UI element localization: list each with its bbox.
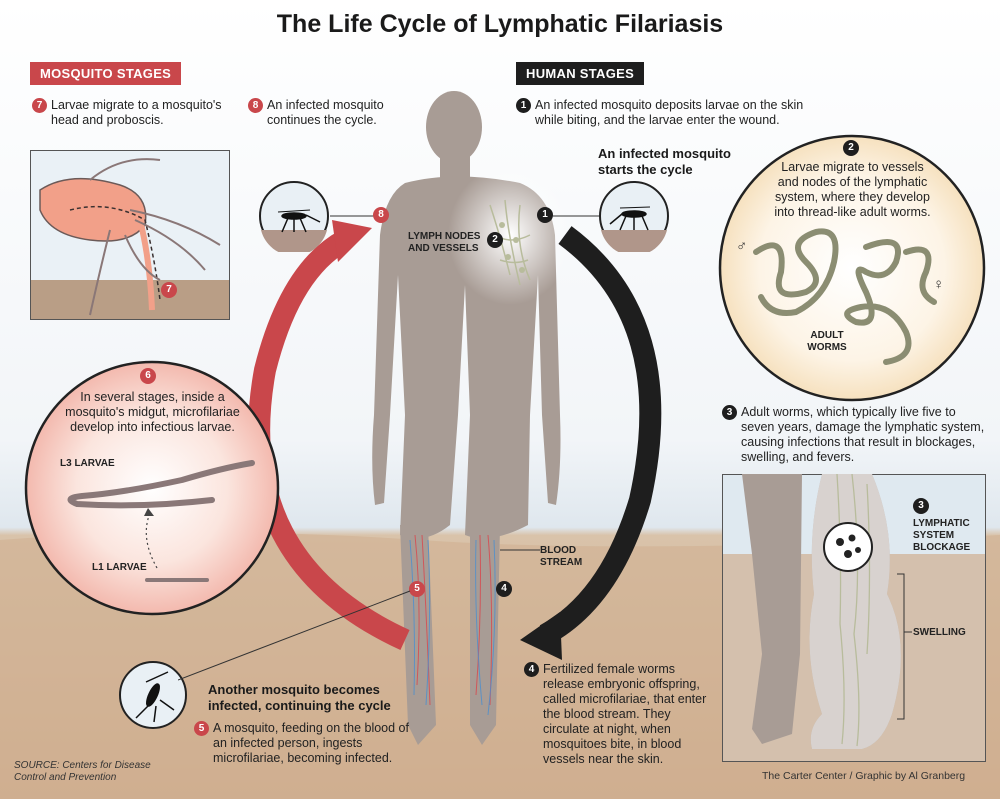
mosquito-icon [277,209,321,233]
headline-another: Another mosquito becomes infected, conti… [208,682,391,713]
step-1-desc: An infected mosquito deposits larvae on … [535,98,804,127]
connector-line-1 [553,215,599,217]
step-3-panel-badge: 3 [913,498,929,514]
swelling-label: SWELLING [913,627,966,638]
headline-start: An infected mosquito starts the cycle [598,146,731,177]
step-5-desc: A mosquito, feeding on the blood of an i… [213,721,409,765]
adult-worms-circle [718,134,986,402]
blood-stream-label: BLOOD STREAM [540,545,583,568]
lymph-label: LYMPH NODES AND VESSELS [408,231,481,254]
step-7-badge: 7 [32,98,47,113]
step-5-body-badge: 5 [409,581,425,597]
step-8-text: 8 An infected mosquito continues the cyc… [248,98,398,128]
step-4-badge: 4 [524,662,539,677]
worm-icon [753,228,937,365]
blood-stream-connector [500,549,540,551]
mosquito-proboscis-panel [30,150,230,320]
step-3-desc: Adult worms, which typically live five t… [741,405,985,464]
connector-line-5 [178,590,411,681]
step-6-badge: 6 [140,368,156,384]
body-silhouette-icon [372,91,572,745]
step-7-proboscis-badge: 7 [161,282,177,298]
female-symbol: ♀ [933,276,945,293]
step-8-desc: An infected mosquito continues the cycle… [267,98,384,127]
mosquito-circle-8 [259,181,329,252]
step-4-text: 4 Fertilized female worms release embryo… [524,662,714,767]
step-1-text: 1 An infected mosquito deposits larvae o… [516,98,816,128]
l1-larvae-label: L1 LARVAE [92,562,147,573]
black-cycle-arrow-icon [539,226,662,645]
step-4-desc: Fertilized female worms release embryoni… [543,662,707,766]
step-6-desc: In several stages, inside a mosquito's m… [65,390,240,434]
credit-note: The Carter Center / Graphic by Al Granbe… [762,770,966,782]
connector-line-8 [330,215,380,217]
red-cycle-arrow-icon [248,230,410,651]
feeding-mosquito-circle [119,661,187,729]
page-title: The Life Cycle of Lymphatic Filariasis [276,10,724,38]
step-1-body-badge: 1 [537,207,553,223]
step-8-badge: 8 [248,98,263,113]
adult-worms-label: ADULT WORMS [807,330,847,353]
step-3-badge: 3 [722,405,737,420]
step-1-badge: 1 [516,98,531,113]
swollen-leg-panel [722,474,986,762]
l3-larva-icon [67,460,255,509]
blockage-label: LYMPHATIC SYSTEM BLOCKAGE [913,518,971,553]
mosquito-circle-1 [599,181,669,252]
step-5-badge: 5 [194,721,209,736]
human-stages-label: HUMAN STAGES [516,62,645,85]
step-5-text: 5 A mosquito, feeding on the blood of an… [194,721,409,766]
mosquito-icon [609,206,651,231]
step-2-body-badge: 2 [487,232,503,248]
mosquito-icon [135,671,175,723]
step-8-body-badge: 8 [373,207,389,223]
male-symbol: ♂ [736,238,748,255]
source-note: SOURCE: Centers for Disease Control and … [14,760,151,783]
step-2-badge: 2 [843,140,859,156]
l3-larvae-label: L3 LARVAE [60,458,115,469]
step-4-body-badge: 4 [496,581,512,597]
mosquito-stages-label: MOSQUITO STAGES [30,62,182,85]
step-7-desc: Larvae migrate to a mosquito's head and … [51,98,222,127]
step-7-text: 7 Larvae migrate to a mosquito's head an… [32,98,232,128]
step-3-text: 3 Adult worms, which typically live five… [722,405,987,465]
larvae-development-circle [24,360,280,616]
step-2-desc: Larvae migrate to vessels and nodes of t… [774,160,931,219]
